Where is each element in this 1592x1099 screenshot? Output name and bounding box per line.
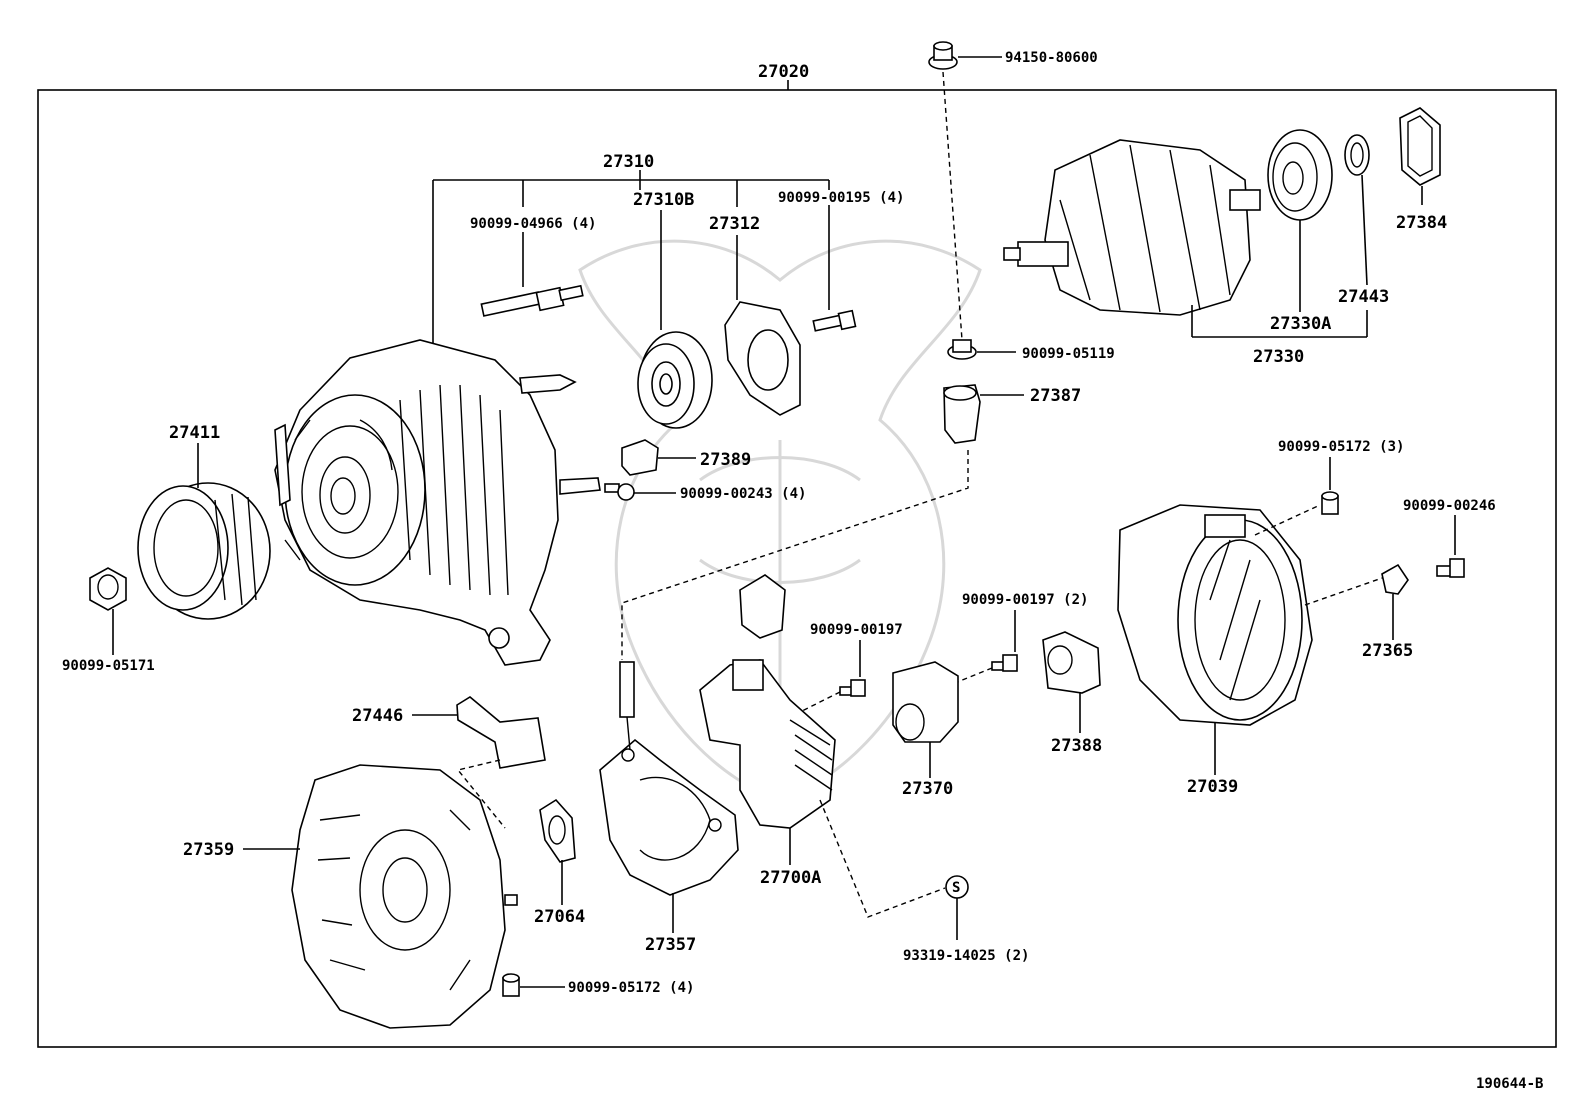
label-terminal-insulator: 27387 [1030,386,1081,406]
terminal-insulator-part[interactable] [943,384,981,444]
retainer-plate-part[interactable] [724,301,801,416]
nut-00243-part[interactable] [604,483,635,501]
gasket-part[interactable] [539,798,576,863]
top-nut-part[interactable] [928,41,958,70]
label-brush-holder: 27370 [902,779,953,799]
top-nut-dash [942,71,963,341]
label-collar: 27443 [1338,287,1389,307]
bolt-00246-part[interactable] [1436,558,1465,578]
label-bearing-b: 27310B [633,190,694,210]
label-insulator-27389: 27389 [700,450,751,470]
screw-00197-2-part[interactable] [991,654,1018,672]
rotor-cover-part[interactable] [1399,107,1441,186]
label-gasket: 27064 [534,907,585,927]
label-bolt-0246: 90099-00246 [1403,498,1496,514]
label-bolt-0195: 90099-00195 (4) [778,190,904,206]
label-drive-frame: 27359 [183,840,234,860]
nut-05172-4-part[interactable] [502,973,520,997]
regulator-part[interactable] [699,659,836,829]
label-nut-5172-3: 90099-05172 (3) [1278,439,1404,455]
label-terminal-27365: 27365 [1362,641,1413,661]
nut-05119-part[interactable] [947,339,977,360]
label-nut-top: 94150-80600 [1005,50,1098,66]
collar-leader [1361,174,1368,286]
label-assembly: 27020 [758,62,809,82]
end-cover-dash-1 [1254,504,1321,536]
nut-05172-3-part[interactable] [1321,491,1339,515]
brush-holder-dash [954,667,993,684]
bearing-27330a-part[interactable] [1267,129,1333,221]
label-nut-0243: 90099-00243 (4) [680,486,806,502]
plate-27446-dash [456,759,506,829]
pulley-part[interactable] [137,482,271,620]
end-cover-dash-2 [1304,576,1386,606]
label-s-mark: S [952,880,960,896]
terminal-27365-part[interactable] [1381,563,1409,595]
end-cover-part[interactable] [1117,504,1313,726]
rectifier-part[interactable] [599,661,739,896]
brush-holder-part[interactable] [892,661,959,743]
insulator-27389-part[interactable] [621,439,659,476]
bearing-27310b-part[interactable] [637,331,713,429]
plate-27446-part[interactable] [456,696,546,769]
terminal-clip-part[interactable] [739,574,786,639]
cover-27388-part[interactable] [1042,631,1101,694]
bracket-27330 [1191,305,1368,338]
collar-part[interactable] [1344,134,1370,176]
label-rotor-cover: 27384 [1396,213,1447,233]
label-cover-27388: 27388 [1051,736,1102,756]
label-screw-s: 93319-14025 (2) [903,948,1029,964]
alternator-body-part[interactable] [274,339,601,666]
screw-00197-part[interactable] [839,679,866,697]
assembly-frame [37,89,1557,1048]
rotor-part[interactable] [1003,139,1261,316]
pulley-nut-part[interactable] [89,567,127,611]
label-nut-5172-4: 90099-05172 (4) [568,980,694,996]
label-end-cover: 27039 [1187,777,1238,797]
drive-frame-part[interactable] [291,764,518,1029]
label-bearing-a: 27330A [1270,314,1331,334]
label-bolt-4966: 90099-04966 (4) [470,216,596,232]
short-bolt-part[interactable] [812,309,857,332]
label-rotor: 27330 [1253,347,1304,367]
label-pulley: 27411 [169,423,220,443]
label-retainer: 27312 [709,214,760,234]
label-rear-assy: 27310 [603,152,654,172]
bracket-27310 [432,170,830,345]
diagram-id: 190644-B [1476,1076,1543,1092]
label-pulley-nut: 90099-05171 [62,658,155,674]
label-nut-5119: 90099-05119 [1022,346,1115,362]
label-regulator: 27700A [760,868,821,888]
long-bolt-part[interactable] [480,284,584,317]
label-screw-0197-2: 90099-00197 (2) [962,592,1088,608]
label-plate-27446: 27446 [352,706,403,726]
terminal-dash-line [621,450,969,660]
label-screw-0197: 90099-00197 [810,622,903,638]
label-rectifier: 27357 [645,935,696,955]
screw-s-dash [819,799,946,918]
